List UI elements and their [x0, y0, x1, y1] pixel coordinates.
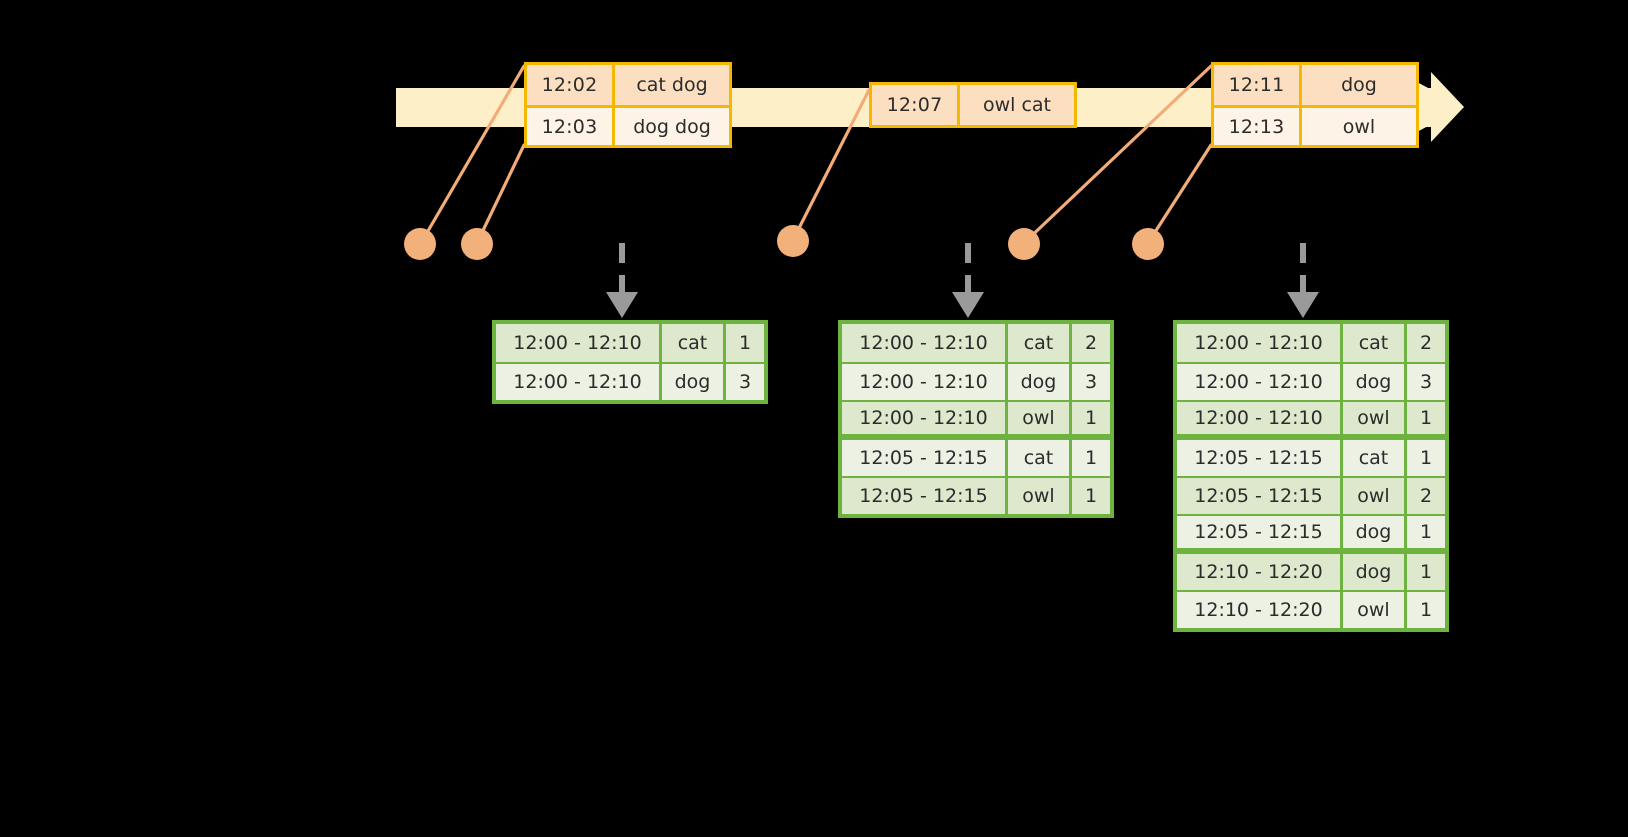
event-group-3[interactable]: 12:11 dog 12:13 owl — [1211, 62, 1419, 148]
cell-word: dog — [1008, 364, 1072, 400]
cell-word: cat — [1008, 440, 1072, 476]
cell-count: 1 — [1407, 592, 1445, 628]
event-row[interactable]: 12:03 dog dog — [527, 105, 729, 145]
event-time: 12:13 — [1214, 108, 1302, 145]
dashed-arrow-1 — [606, 243, 638, 318]
dashed-arrows — [606, 243, 1319, 318]
cell-count: 2 — [1407, 478, 1445, 514]
cell-word: cat — [1008, 324, 1072, 362]
cell-window: 12:00 - 12:10 — [1177, 364, 1343, 400]
event-dots — [404, 225, 1164, 260]
connector-line-5 — [1146, 143, 1213, 245]
cell-window: 12:00 - 12:10 — [1177, 324, 1343, 362]
cell-count: 1 — [1072, 402, 1110, 434]
event-time: 12:07 — [872, 85, 960, 125]
event-words: owl — [1342, 115, 1376, 138]
cell-window: 12:10 - 12:20 — [1177, 592, 1343, 628]
cell-count: 3 — [1407, 364, 1445, 400]
event-row[interactable]: 12:13 owl — [1214, 105, 1416, 145]
event-time: 12:02 — [527, 65, 615, 105]
cell-word: owl — [1343, 478, 1407, 514]
cell-window: 12:00 - 12:10 — [842, 402, 1008, 434]
cell-word: cat — [662, 324, 726, 362]
connector-line-3 — [791, 88, 871, 242]
cell-word: dog — [1343, 516, 1407, 548]
cell-word: owl — [1343, 592, 1407, 628]
cell-window: 12:05 - 12:15 — [842, 478, 1008, 514]
cell-count: 2 — [1407, 324, 1445, 362]
cell-word: owl — [1008, 402, 1072, 434]
event-time: 12:11 — [1214, 65, 1302, 105]
cell-word: owl — [1343, 402, 1407, 434]
cell-word: dog — [1343, 554, 1407, 590]
event-group-2[interactable]: 12:07 owl cat — [869, 82, 1077, 128]
cell-word: cat — [1343, 324, 1407, 362]
dashed-arrow-3 — [1287, 243, 1319, 318]
cell-window: 12:00 - 12:10 — [1177, 402, 1343, 434]
dot-5 — [1132, 228, 1164, 260]
event-words: owl cat — [982, 94, 1052, 116]
connector-line-2 — [475, 143, 526, 245]
cell-window: 12:00 - 12:10 — [842, 364, 1008, 400]
cell-window: 12:05 - 12:15 — [1177, 516, 1343, 548]
event-group-1[interactable]: 12:02 cat dog 12:03 dog dog — [524, 62, 732, 148]
dot-3 — [777, 225, 809, 257]
event-words: dog dog — [633, 115, 711, 138]
cell-count: 2 — [1072, 324, 1110, 362]
event-row[interactable]: 12:07 owl cat — [872, 85, 1074, 125]
cell-word: dog — [662, 364, 726, 400]
dashed-arrow-2 — [952, 243, 984, 318]
event-row[interactable]: 12:11 dog — [1214, 65, 1416, 105]
cell-count: 1 — [726, 324, 764, 362]
cell-window: 12:00 - 12:10 — [496, 364, 662, 400]
cell-count: 1 — [1407, 402, 1445, 434]
cell-word: cat — [1343, 440, 1407, 476]
dot-2 — [461, 228, 493, 260]
cell-count: 1 — [1407, 554, 1445, 590]
dot-1 — [404, 228, 436, 260]
event-row[interactable]: 12:02 cat dog — [527, 65, 729, 105]
cell-window: 12:00 - 12:10 — [496, 324, 662, 362]
cell-count: 1 — [1072, 478, 1110, 514]
cell-count: 1 — [1407, 440, 1445, 476]
cell-window: 12:00 - 12:10 — [842, 324, 1008, 362]
cell-word: dog — [1343, 364, 1407, 400]
cell-word: owl — [1008, 478, 1072, 514]
cell-count: 1 — [1072, 440, 1110, 476]
cell-window: 12:05 - 12:15 — [1177, 478, 1343, 514]
cell-window: 12:05 - 12:15 — [1177, 440, 1343, 476]
event-time: 12:03 — [527, 108, 615, 145]
cell-window: 12:05 - 12:15 — [842, 440, 1008, 476]
cell-count: 3 — [726, 364, 764, 400]
event-words: dog — [1341, 74, 1377, 96]
connector-line-1 — [419, 64, 526, 245]
dot-4 — [1008, 228, 1040, 260]
cell-window: 12:10 - 12:20 — [1177, 554, 1343, 590]
cell-count: 1 — [1407, 516, 1445, 548]
event-words: cat dog — [636, 74, 708, 96]
cell-count: 3 — [1072, 364, 1110, 400]
